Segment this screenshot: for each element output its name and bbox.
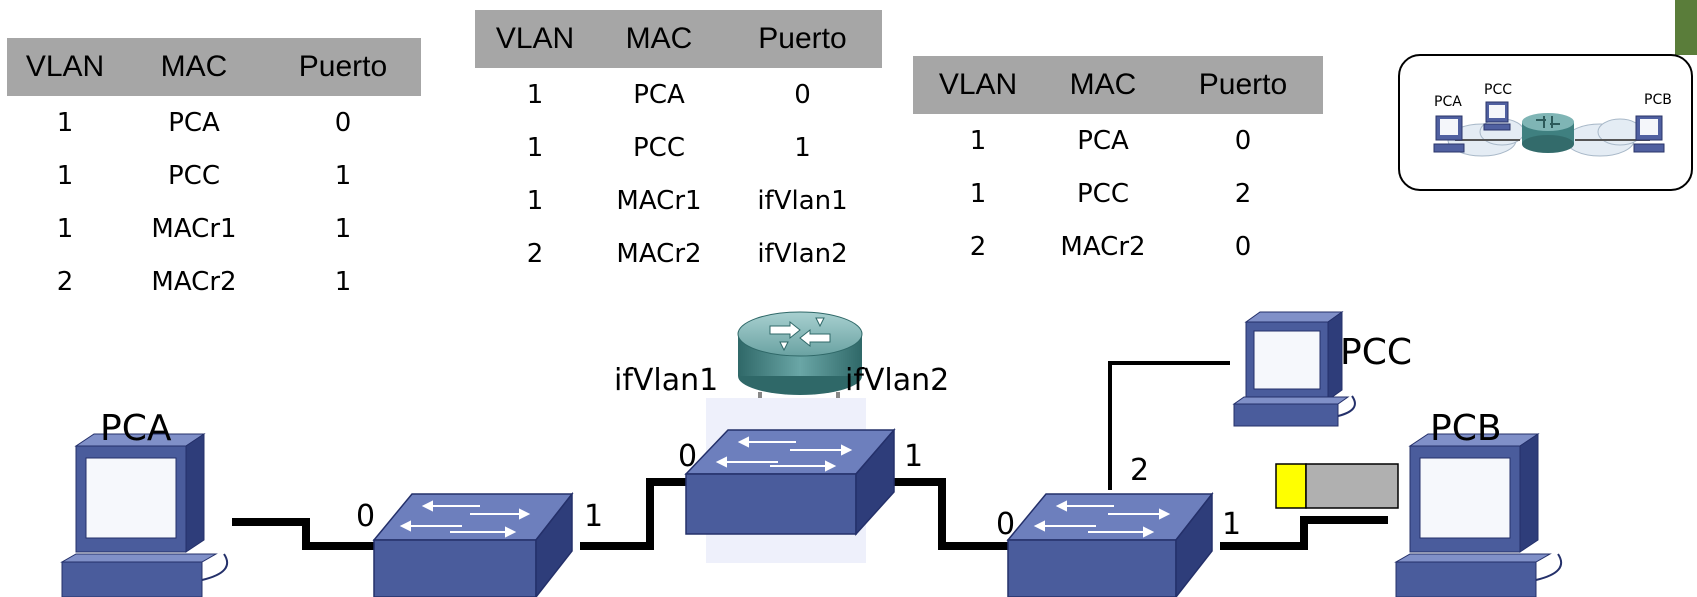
pc-icon-pcb bbox=[1394, 433, 1563, 597]
header-port: Puerto bbox=[723, 10, 882, 68]
cell-vlan: 1 bbox=[56, 160, 74, 191]
cell-mac: PCC bbox=[633, 132, 685, 163]
cable-sw2-sw3 bbox=[892, 478, 1015, 550]
switch-left bbox=[372, 491, 574, 597]
table-row: 1 PCA 0 bbox=[475, 68, 882, 121]
cell-mac: MACr1 bbox=[616, 185, 702, 216]
header-mac: MAC bbox=[1043, 56, 1163, 114]
cell-vlan: 1 bbox=[526, 132, 544, 163]
cell-port: 0 bbox=[794, 79, 811, 110]
cell-mac: PCC bbox=[1077, 178, 1129, 209]
header-vlan: VLAN bbox=[7, 38, 123, 96]
cell-mac: MACr2 bbox=[616, 238, 702, 269]
cell-vlan: 1 bbox=[56, 213, 74, 244]
cell-vlan: 1 bbox=[969, 178, 987, 209]
host-label-pca: PCA bbox=[100, 408, 172, 449]
cable-sw3-pcc bbox=[1108, 361, 1230, 490]
inset-pc-icon: PCB bbox=[1633, 92, 1672, 153]
cell-port: 0 bbox=[1234, 125, 1252, 156]
cable-pca-sw1 bbox=[232, 518, 390, 550]
header-port: Puerto bbox=[265, 38, 421, 96]
cell-port: ifVlan2 bbox=[757, 238, 848, 269]
switch-middle bbox=[684, 427, 896, 536]
port-label-sw1-0: 0 bbox=[356, 499, 375, 534]
table-row: 1 PCC 1 bbox=[475, 121, 882, 174]
table-row: 1 PCA 0 bbox=[913, 114, 1323, 167]
table-row: 2 MACr2 1 bbox=[7, 255, 421, 308]
inset-router-icon bbox=[1522, 113, 1574, 153]
inset-label-pca: PCA bbox=[1434, 94, 1462, 110]
port-label-sw2-0: 0 bbox=[678, 439, 697, 474]
cell-port: 0 bbox=[334, 107, 352, 138]
cell-vlan: 1 bbox=[526, 79, 544, 110]
cell-mac: PCA bbox=[168, 107, 220, 138]
router-if-label-vlan2: ifVlan2 bbox=[845, 363, 949, 398]
table-row: 1 PCC 1 bbox=[7, 149, 421, 202]
port-label-sw3-0: 0 bbox=[996, 507, 1015, 542]
cable-links bbox=[232, 478, 1388, 550]
inset-pc-icon: PCA bbox=[1433, 94, 1465, 153]
cell-port: 1 bbox=[334, 213, 352, 244]
cell-port: 1 bbox=[334, 266, 352, 297]
port-label-sw3-2: 2 bbox=[1130, 453, 1149, 488]
cell-mac: PCC bbox=[168, 160, 220, 191]
cell-mac: PCA bbox=[633, 79, 685, 110]
router-icon bbox=[737, 311, 863, 395]
pc-icon-pca bbox=[60, 433, 229, 597]
table-row: 2 MACr2 0 bbox=[913, 220, 1323, 273]
table-row: 1 MACr1 1 bbox=[7, 202, 421, 255]
header-port: Puerto bbox=[1163, 56, 1323, 114]
cell-vlan: 1 bbox=[56, 107, 74, 138]
cell-port: 1 bbox=[794, 132, 811, 163]
inset-label-pcb: PCB bbox=[1644, 92, 1672, 108]
table-row: 2 MACr2 ifVlan2 bbox=[475, 227, 882, 280]
switch-right bbox=[1006, 491, 1214, 597]
table-row: 1 MACr1 ifVlan1 bbox=[475, 174, 882, 227]
cell-port: 2 bbox=[1234, 178, 1252, 209]
topology-inset: PCA PCC PCB bbox=[1398, 54, 1693, 191]
frame-icon bbox=[1275, 463, 1399, 509]
header-vlan: VLAN bbox=[913, 56, 1043, 114]
port-label-sw3-1: 1 bbox=[1222, 507, 1241, 542]
table-row: 1 PCC 2 bbox=[913, 167, 1323, 220]
port-label-sw2-1: 1 bbox=[904, 439, 923, 474]
header-vlan: VLAN bbox=[475, 10, 595, 68]
cell-vlan: 2 bbox=[526, 238, 544, 269]
router-if-label-vlan1: ifVlan1 bbox=[614, 363, 718, 398]
inset-pc-icon: PCC bbox=[1483, 82, 1512, 131]
inset-label-pcc: PCC bbox=[1484, 82, 1512, 98]
header-mac: MAC bbox=[595, 10, 723, 68]
header-mac: MAC bbox=[123, 38, 265, 96]
side-tab bbox=[1675, 0, 1697, 55]
table-row: 1 PCA 0 bbox=[7, 96, 421, 149]
host-label-pcb: PCB bbox=[1430, 408, 1502, 449]
cell-mac: MACr2 bbox=[1060, 231, 1146, 262]
cell-vlan: 2 bbox=[969, 231, 987, 262]
cell-mac: MACr1 bbox=[151, 213, 237, 244]
cable-sw3-pcb bbox=[1220, 516, 1388, 550]
cell-port: ifVlan1 bbox=[757, 185, 848, 216]
cable-sw1-sw2 bbox=[580, 478, 694, 550]
cell-vlan: 1 bbox=[969, 125, 987, 156]
pc-icon-pcc bbox=[1232, 311, 1356, 427]
cell-mac: MACr2 bbox=[151, 266, 237, 297]
cell-mac: PCA bbox=[1077, 125, 1129, 156]
host-label-pcc: PCC bbox=[1340, 332, 1412, 373]
cell-vlan: 1 bbox=[526, 185, 544, 216]
cell-port: 1 bbox=[334, 160, 352, 191]
cell-port: 0 bbox=[1234, 231, 1252, 262]
cell-vlan: 2 bbox=[56, 266, 74, 297]
port-label-sw1-1: 1 bbox=[584, 499, 603, 534]
